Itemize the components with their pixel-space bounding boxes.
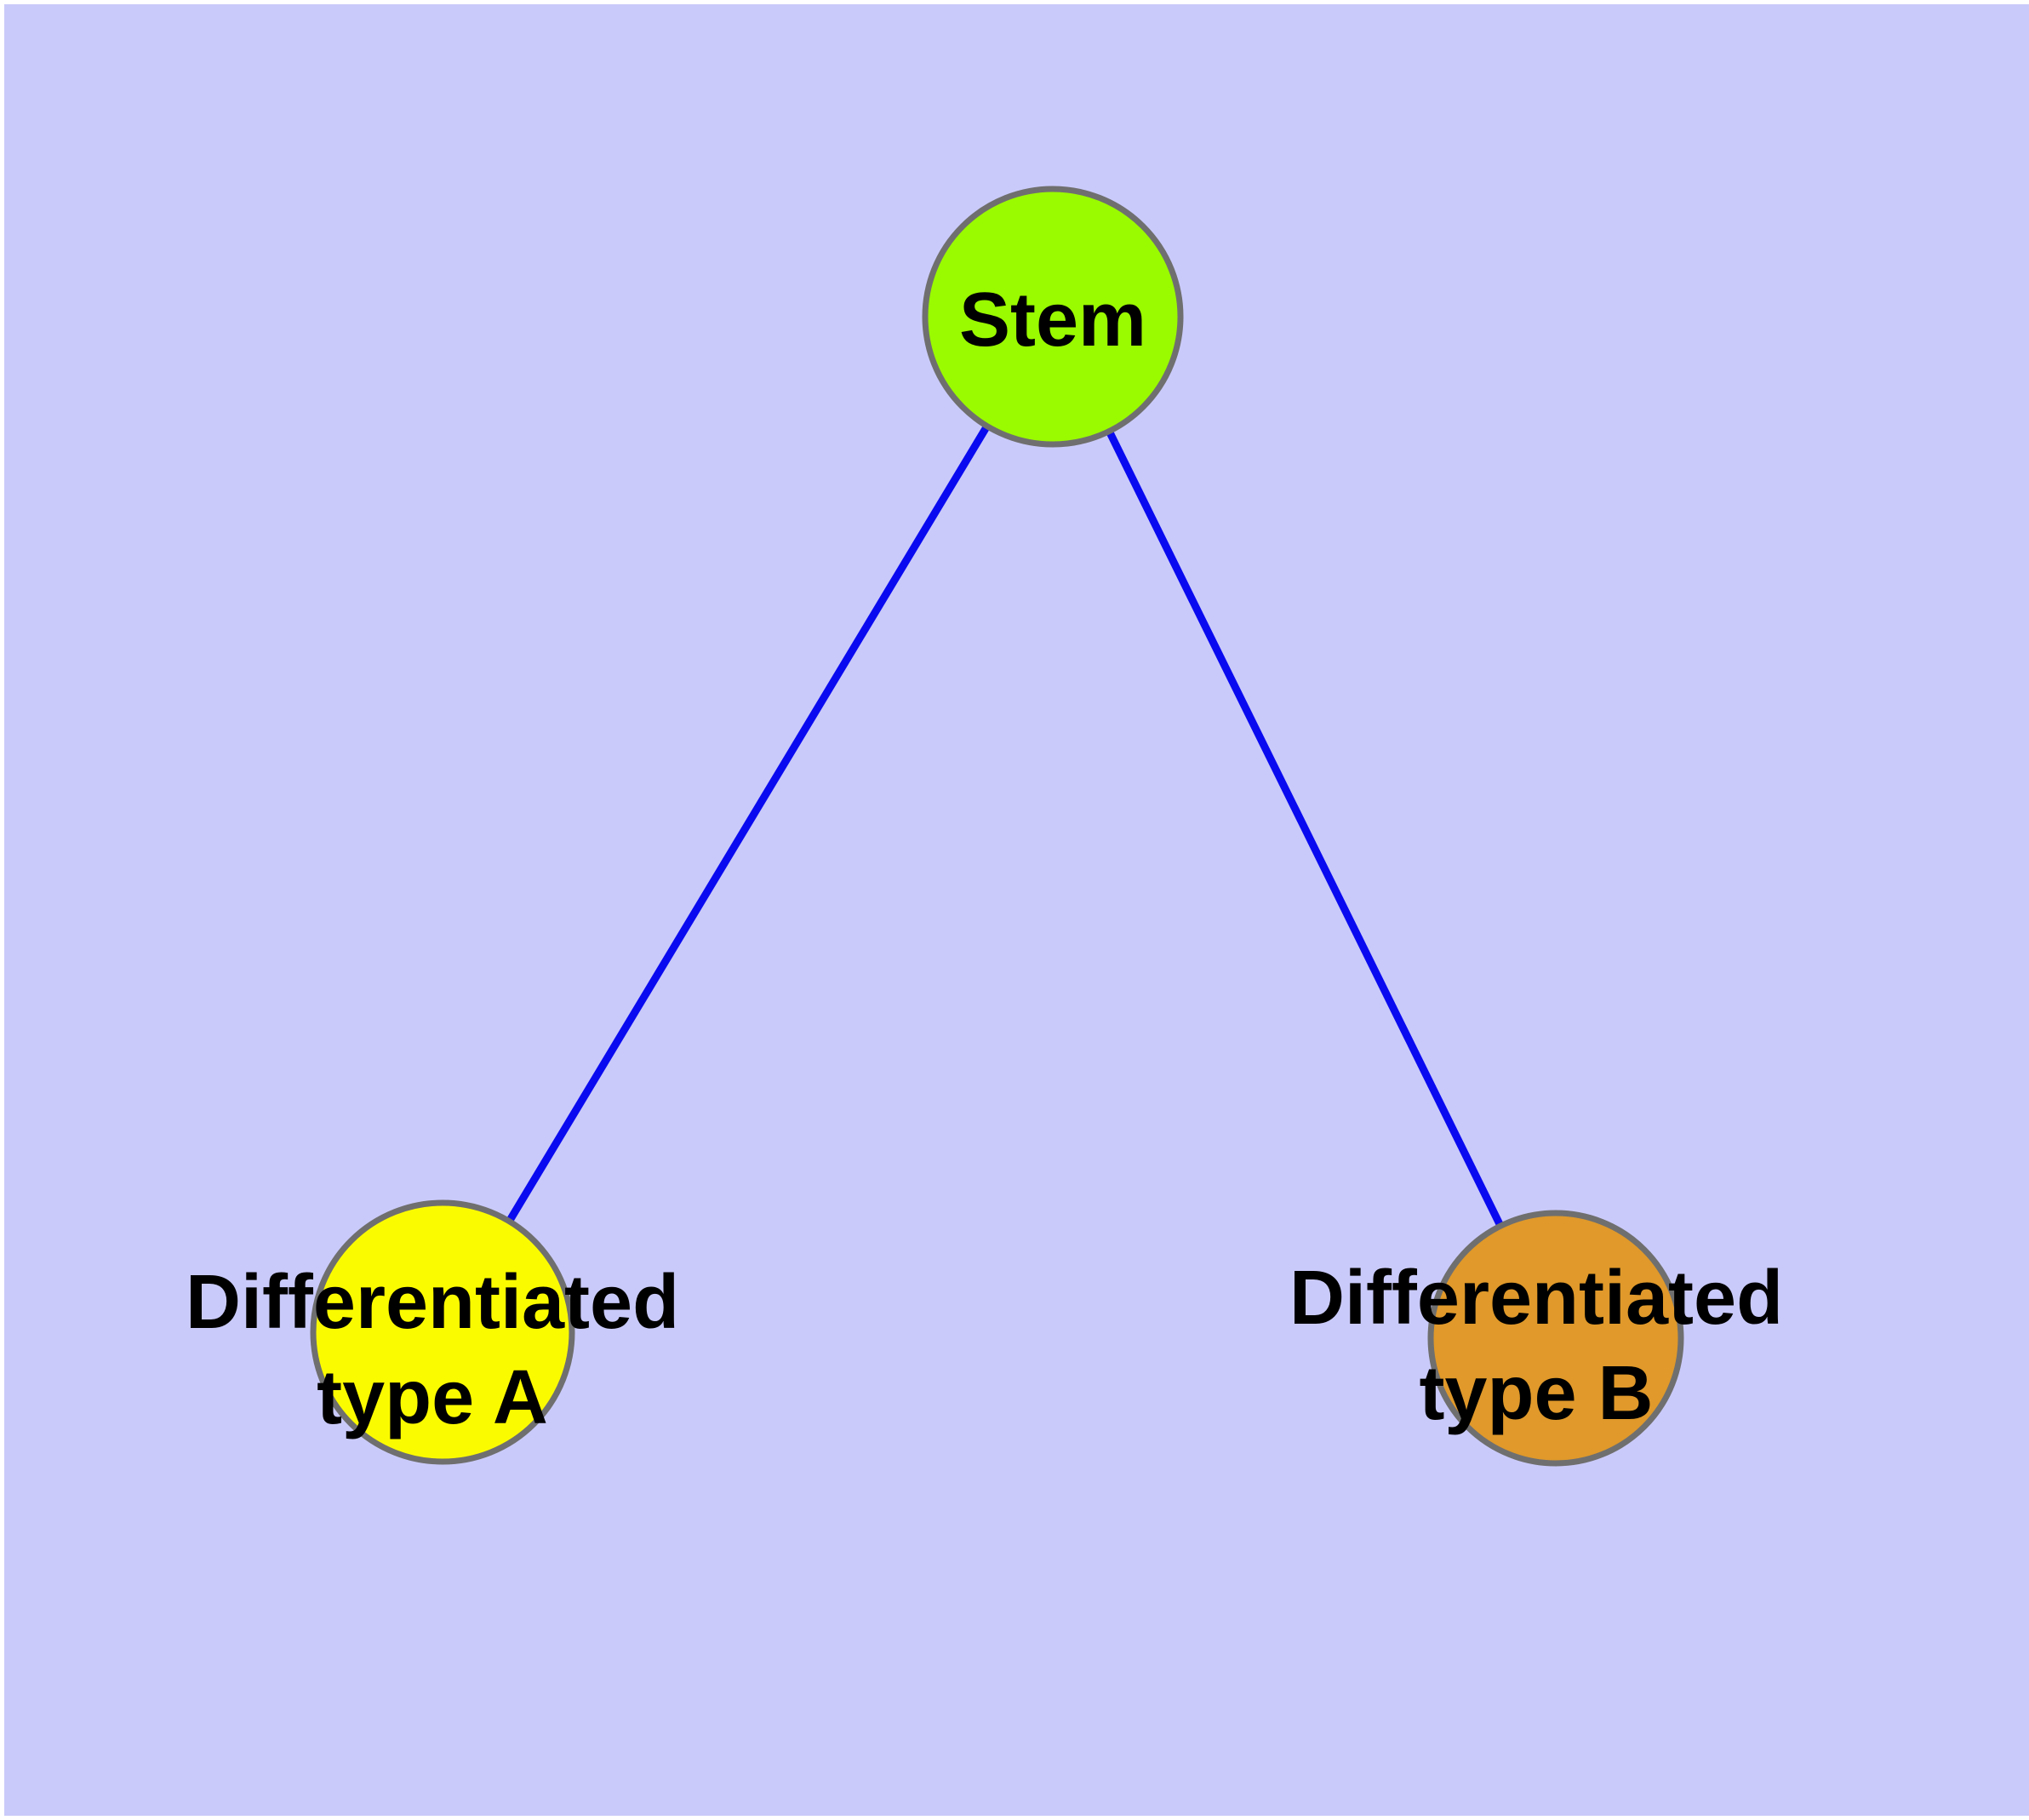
node-label-differentiated-type-a: Differentiated type A <box>186 1255 679 1445</box>
edge-stem-to-type-a <box>439 314 1056 1335</box>
node-stem-circle <box>922 186 1184 448</box>
edge-stem-to-type-b <box>1049 315 1560 1340</box>
node-label-stem-text: Stem <box>958 278 1147 363</box>
node-differentiated-type-a-circle <box>310 1199 575 1465</box>
node-label-type-a-line2: type A <box>317 1355 548 1440</box>
node-label-stem: Stem <box>959 272 1146 368</box>
node-label-differentiated-type-b: Differentiated type B <box>1289 1251 1783 1441</box>
node-differentiated-type-b-circle <box>1427 1210 1684 1467</box>
node-label-type-b-line2: type B <box>1419 1351 1654 1436</box>
node-label-type-b-line1: Differentiated <box>1289 1256 1784 1341</box>
node-label-type-a-line1: Differentiated <box>185 1260 680 1345</box>
